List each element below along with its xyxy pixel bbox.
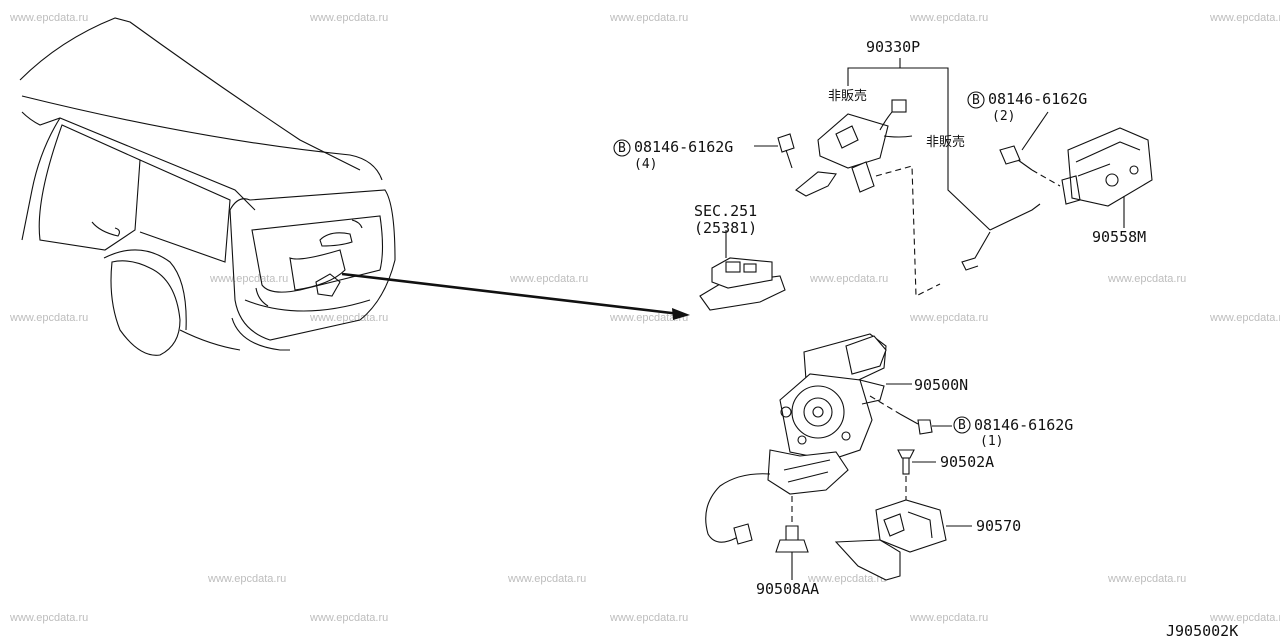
watermark: www.epcdata.ru (1107, 273, 1186, 285)
watermark: www.epcdata.ru (507, 573, 586, 585)
label-bolt-top-left-qty: (4) (634, 157, 657, 172)
diagram-code: J905002K (1166, 622, 1238, 640)
watermark: www.epcdata.ru (909, 12, 988, 24)
b-badge: B (972, 93, 980, 108)
watermark: www.epcdata.ru (207, 573, 286, 585)
watermark: www.epcdata.ru (809, 273, 888, 285)
label-90500N: 90500N (914, 376, 968, 394)
pointer-arrow (341, 272, 690, 320)
watermark: www.epcdata.ru (9, 12, 88, 24)
watermark: www.epcdata.ru (609, 312, 688, 324)
part-90502A: 90502A (897, 449, 994, 500)
label-90508AA: 90508AA (756, 580, 819, 598)
watermark: www.epcdata.ru (1107, 573, 1186, 585)
label-90570: 90570 (976, 517, 1021, 535)
watermark: www.epcdata.ru (509, 273, 588, 285)
label-bolt-top-right: 08146-6162G (988, 90, 1087, 108)
watermark: www.epcdata.ru (309, 612, 388, 624)
part-90570: 90570 (834, 499, 1021, 581)
watermark: www.epcdata.ru (309, 12, 388, 24)
label-sec-sub: (25381) (694, 219, 757, 237)
label-bolt-top-right-qty: (2) (992, 109, 1015, 124)
label-sec: SEC.251 (694, 202, 757, 220)
watermark: www.epcdata.ru (909, 612, 988, 624)
label-bolt-mid-qty: (1) (980, 434, 1003, 449)
watermark: www.epcdata.ru (609, 612, 688, 624)
label-not-for-sale-1: 非販売 (828, 88, 867, 104)
watermark: www.epcdata.ru (1209, 612, 1280, 624)
watermark: www.epcdata.ru (9, 312, 88, 324)
label-90330P: 90330P (866, 38, 920, 56)
label-not-for-sale-2: 非販売 (926, 134, 965, 150)
watermark: www.epcdata.ru (909, 312, 988, 324)
b-badge: B (958, 418, 966, 433)
watermark: www.epcdata.ru (1209, 312, 1280, 324)
watermark: www.epcdata.ru (1209, 12, 1280, 24)
label-bolt-mid: 08146-6162G (974, 416, 1073, 434)
part-90330P: 90330P 非販売 非販売 B 08146-6162G (4) (613, 38, 1041, 297)
label-bolt-top-left: 08146-6162G (634, 138, 733, 156)
watermarks: www.epcdata.ru www.epcdata.ru www.epcdat… (9, 12, 1280, 624)
watermark: www.epcdata.ru (209, 273, 288, 285)
bolt-middle: B 08146-6162G (1) (869, 395, 1073, 449)
watermark: www.epcdata.ru (9, 612, 88, 624)
sec-module: SEC.251 (25381) (694, 202, 786, 311)
watermark: www.epcdata.ru (309, 312, 388, 324)
label-90502A: 90502A (940, 453, 994, 471)
watermark: www.epcdata.ru (807, 573, 886, 585)
b-badge: B (618, 141, 626, 156)
part-90500N: 90500N 90508AA (705, 333, 968, 598)
vehicle-illustration (19, 17, 396, 356)
part-90558M: B 08146-6162G (2) 90558M (967, 90, 1153, 246)
watermark: www.epcdata.ru (609, 12, 688, 24)
label-90558M: 90558M (1092, 228, 1146, 246)
